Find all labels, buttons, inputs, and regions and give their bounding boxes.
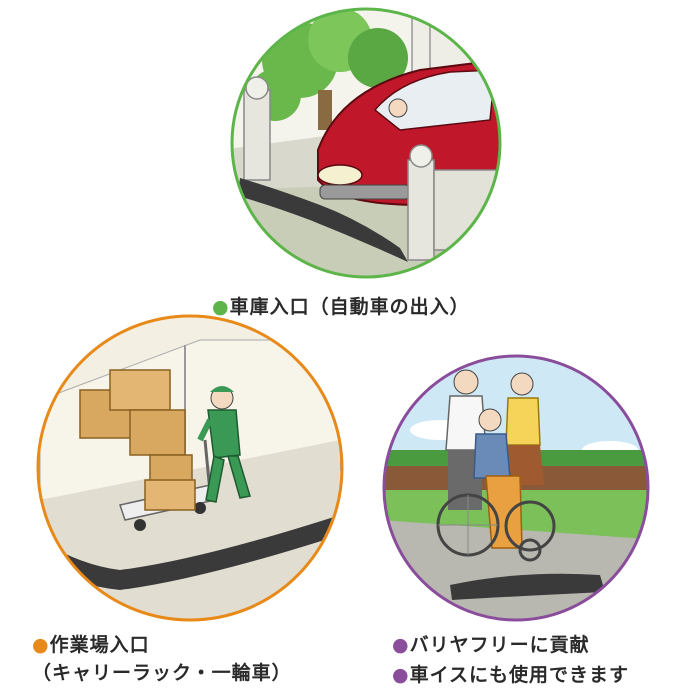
worksite-frame-circle	[36, 314, 344, 622]
caption-barrier-free-line2: ●車イスにも使用できます	[392, 660, 629, 687]
worksite-scene	[38, 316, 342, 620]
bullet-dot-barrier-free: ●	[392, 634, 410, 656]
woman-icon	[504, 372, 544, 485]
caption-barrier-free-line1: ●バリヤフリーに貢献	[392, 630, 590, 657]
caption-wheelchair-text: 車イスにも使用できます	[409, 664, 630, 686]
wheelchair-icon	[436, 493, 556, 562]
curb-ramp	[40, 515, 340, 590]
caption-worksite-detail: （キャリーラック・一輪車）	[32, 662, 292, 684]
bullet-dot-garage: ●	[212, 296, 230, 318]
caption-garage: ●車庫入口（自動車の出入）	[212, 292, 470, 319]
caption-worksite-line2: （キャリーラック・一輪車）	[32, 658, 292, 685]
wheelchair-user-icon	[473, 408, 523, 549]
barrier-free-scene	[384, 356, 648, 620]
bullet-dot-wheelchair: ●	[392, 664, 410, 686]
bullet-dot-worksite: ●	[32, 634, 50, 656]
car-icon	[317, 58, 500, 207]
box-stack-icon	[79, 369, 186, 456]
hand-truck-icon	[119, 439, 216, 531]
barrier-free-frame-circle	[382, 354, 650, 622]
worker-icon	[197, 386, 251, 503]
curb-ramp	[450, 573, 605, 600]
caption-worksite-title: 作業場入口	[49, 634, 150, 656]
caption-worksite-line1: ●作業場入口	[32, 630, 150, 657]
garage-frame-circle	[230, 7, 502, 279]
curb-ramp	[238, 178, 408, 262]
caption-barrier-free-title: バリヤフリーに貢献	[409, 634, 590, 656]
gate-pillar-left	[243, 76, 271, 181]
caption-garage-text: 車庫入口（自動車の出入）	[229, 296, 470, 318]
garage-scene	[232, 9, 500, 277]
